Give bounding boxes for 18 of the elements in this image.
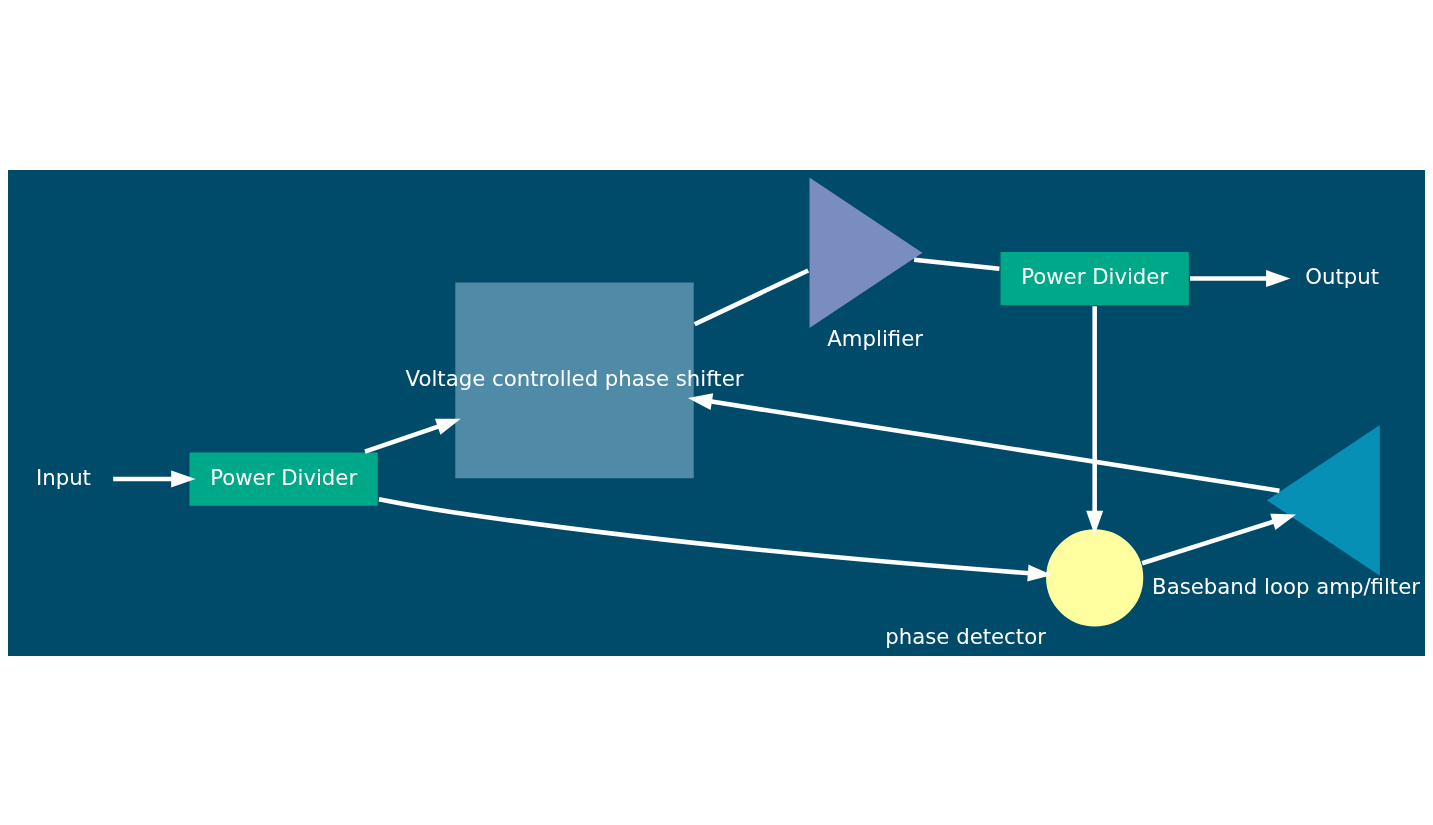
node-box: Power Divider [999, 250, 1191, 307]
arrow [1141, 513, 1296, 565]
arrow [687, 392, 1280, 493]
connector [913, 256, 1000, 271]
arrow [113, 470, 196, 488]
node-label: Voltage controlled phase shifter [405, 365, 744, 391]
node-label: Baseband loop amp/filter [1152, 573, 1420, 599]
node-text: Input [35, 464, 91, 490]
node-circle [1044, 527, 1145, 628]
arrow [364, 418, 461, 454]
node-box: Power Divider [187, 450, 380, 507]
node-label: phase detector [885, 623, 1046, 649]
arrow [1086, 305, 1104, 535]
node-label: Amplifier [827, 325, 924, 351]
arrow [1190, 269, 1291, 287]
arrow [378, 496, 1053, 582]
connector [693, 267, 810, 326]
node-text: Output [1305, 263, 1380, 289]
